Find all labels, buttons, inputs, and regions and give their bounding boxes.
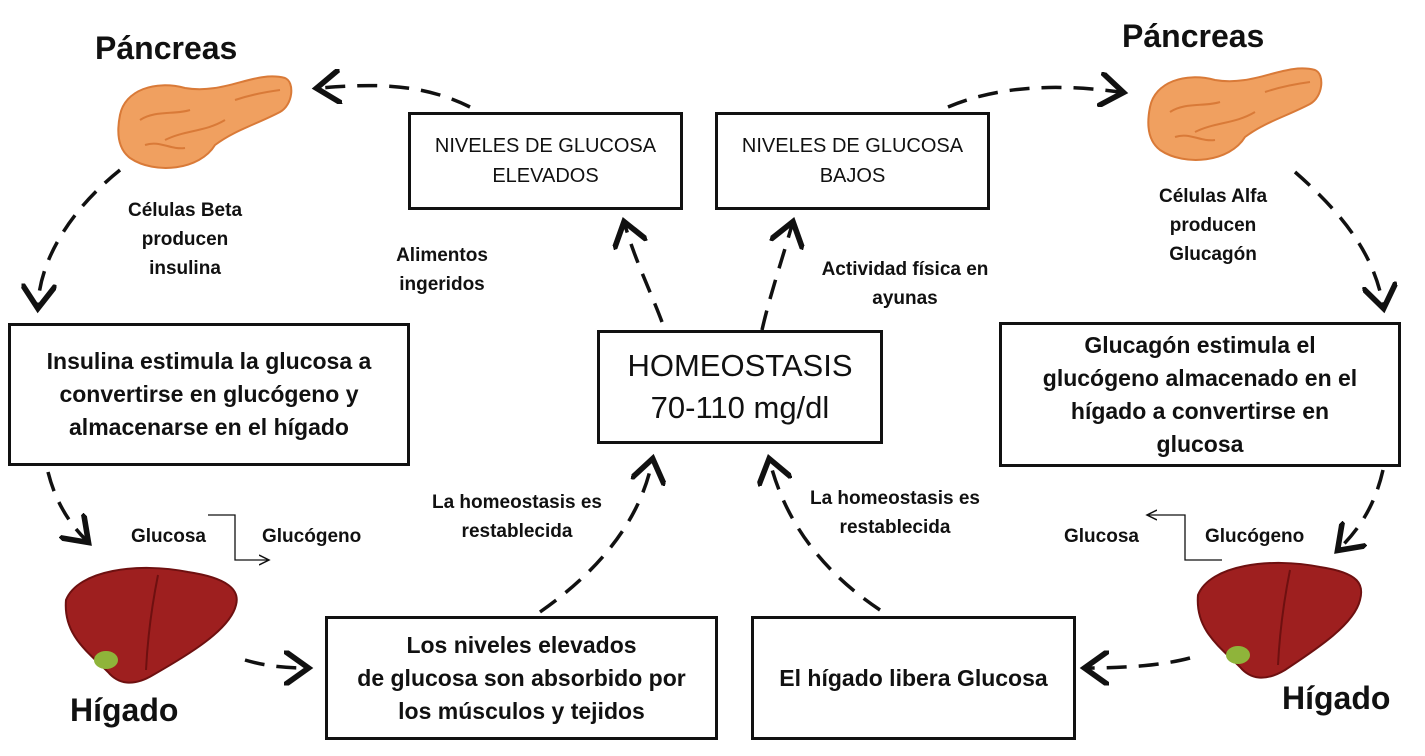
activity-label: Actividad física en ayunas <box>821 259 989 309</box>
homeostasis-box: HOMEOSTASIS 70-110 mg/dl <box>597 330 883 444</box>
glucogeno-left-label: Glucógeno <box>262 526 362 547</box>
pancreas-left-title: Páncreas <box>95 30 238 66</box>
absorbed-box: Los niveles elevados de glucosa son abso… <box>325 616 718 740</box>
arrow-pancreas-to-glucagon <box>1293 170 1383 305</box>
glucose-low-box: NIVELES DE GLUCOSA BAJOS <box>715 112 990 210</box>
glucagon-box: Glucagón estimula el glucógeno almacenad… <box>999 322 1401 467</box>
liver-right-icon <box>1196 561 1363 679</box>
liver-left-title: Hígado <box>70 692 179 728</box>
glucose-high-box: NIVELES DE GLUCOSA ELEVADOS <box>408 112 683 210</box>
alfa-cells-label: Células Alfa producen Glucagón <box>1158 186 1268 265</box>
food-label: Alimentos ingeridos <box>396 245 488 295</box>
arrow-liver-to-release <box>1088 658 1191 668</box>
glucosa-left-label: Glucosa <box>131 526 206 547</box>
liver-right-title: Hígado <box>1282 680 1391 716</box>
arrow-absorbed-to-homeostasis <box>538 462 652 614</box>
restored-right-label: La homeostasis es restablecida <box>809 488 981 538</box>
glucagon-text: Glucagón estimula el glucógeno almacenad… <box>1042 331 1358 457</box>
arrow-liver-to-absorbed <box>244 660 305 668</box>
arrow-pancreas-to-insulin <box>38 168 122 305</box>
liver-release-text: El hígado libera Glucosa <box>779 664 1048 691</box>
arrow-homeostasis-to-glucose-high <box>625 225 664 323</box>
pancreas-right-icon <box>1147 67 1323 161</box>
conversion-arrow-right <box>1148 515 1222 561</box>
glucogeno-right-label: Glucógeno <box>1205 526 1305 547</box>
arrow-glucose-low-to-pancreas <box>947 87 1120 107</box>
conversion-arrow-left <box>208 514 268 560</box>
insulin-box: Insulina estimula la glucosa a convertir… <box>8 323 410 466</box>
arrow-glucagon-to-liver <box>1340 469 1385 548</box>
pancreas-left-icon <box>117 75 293 169</box>
beta-cells-label: Células Beta producen insulina <box>127 200 243 279</box>
arrow-homeostasis-to-glucose-low <box>760 225 792 331</box>
glucose-high-text: NIVELES DE GLUCOSA ELEVADOS <box>434 135 657 187</box>
pancreas-right-title: Páncreas <box>1122 18 1265 54</box>
arrow-glucose-high-to-pancreas <box>320 86 471 109</box>
homeostasis-text: HOMEOSTASIS 70-110 mg/dl <box>627 348 853 425</box>
arrow-release-to-homeostasis <box>770 462 881 612</box>
glucose-low-text: NIVELES DE GLUCOSA BAJOS <box>741 135 964 187</box>
glucosa-right-label: Glucosa <box>1064 526 1139 547</box>
liver-release-box: El hígado libera Glucosa <box>751 616 1076 740</box>
insulin-text: Insulina estimula la glucosa a convertir… <box>46 348 372 440</box>
liver-left-icon <box>64 566 238 684</box>
absorbed-text: Los niveles elevados de glucosa son abso… <box>357 631 686 724</box>
arrow-insulin-to-liver <box>46 471 86 540</box>
restored-left-label: La homeostasis es restablecida <box>431 492 603 542</box>
